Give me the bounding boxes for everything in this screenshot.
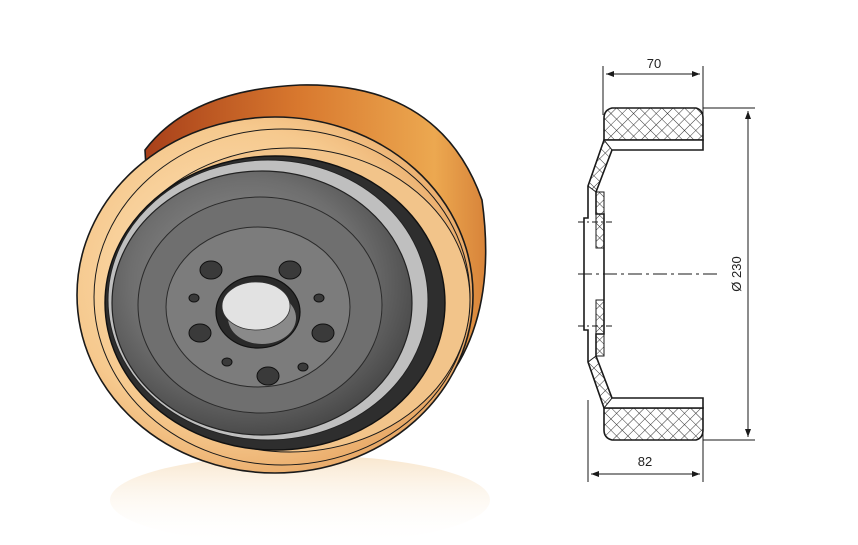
small-hole-icon [221,357,233,367]
small-hole-icon [188,293,200,303]
bolt-hole-icon [199,260,223,280]
floor-reflection [110,455,490,545]
small-hole-icon [297,362,309,372]
dim-label-width-bottom: 82 [638,454,652,469]
tread-section-top [603,107,704,141]
dim-label-diameter: Ø 230 [729,256,744,291]
bolt-hole-icon [278,260,302,280]
bolt-hole-icon [188,323,212,343]
bolt-hole-icon [256,366,280,386]
tread-section-bottom [603,407,704,441]
bolt-hole-icon [311,323,335,343]
dim-label-width-top: 70 [647,56,661,71]
small-hole-icon [313,293,325,303]
wheel-3d [76,84,490,545]
cross-section-drawing [578,66,755,482]
center-bore-wall [221,281,291,331]
bolt-holes [188,260,335,386]
